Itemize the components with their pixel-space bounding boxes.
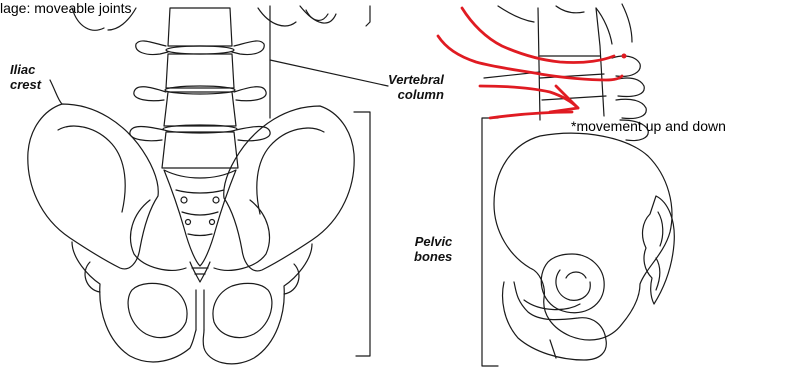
acetabulum bbox=[85, 262, 100, 292]
right-bracket bbox=[482, 118, 498, 366]
iliac-crest-line1: Iliac bbox=[10, 62, 41, 77]
pelvic-brim bbox=[131, 200, 186, 270]
sacrum-line bbox=[176, 190, 224, 193]
moveable-joints-text: lage: moveable joints bbox=[0, 0, 132, 16]
iliac-crest-label: Iliac crest bbox=[10, 62, 41, 92]
iliac-inner-line bbox=[257, 128, 324, 214]
pubic-symphysis bbox=[196, 290, 204, 330]
vertebral-leader bbox=[270, 60, 388, 86]
vertebral-column-label: Vertebral column bbox=[388, 72, 444, 102]
vertebral-column-line1: Vertebral bbox=[388, 72, 444, 87]
lateral-ischium bbox=[503, 282, 607, 360]
right-obturator bbox=[213, 283, 272, 337]
vertebral-column-line2: column bbox=[388, 87, 444, 102]
left-iliac-wing bbox=[28, 104, 158, 269]
iliac-crest-line2: crest bbox=[10, 77, 41, 92]
sacral-foramen bbox=[213, 197, 219, 203]
sacrum-line bbox=[182, 212, 218, 215]
anterior-view bbox=[28, 6, 370, 364]
spinous-process bbox=[616, 99, 646, 118]
spinous-process bbox=[614, 78, 644, 97]
coccyx bbox=[190, 262, 210, 282]
red-arrow bbox=[480, 86, 578, 108]
sacral-foramen bbox=[186, 220, 191, 225]
spinous-process bbox=[612, 56, 640, 76]
left-bracket bbox=[354, 112, 370, 356]
pelvic-bones-line2: bones bbox=[414, 249, 452, 264]
red-markup bbox=[438, 8, 622, 118]
iliac-leader bbox=[50, 80, 62, 104]
pelvic-brim bbox=[214, 200, 269, 270]
acetabulum bbox=[284, 264, 299, 294]
right-iliac-wing bbox=[224, 106, 354, 271]
rib-fragment bbox=[306, 10, 328, 20]
red-dot bbox=[622, 54, 627, 59]
sacral-foramen bbox=[181, 197, 187, 203]
pelvic-bones-line1: Pelvic bbox=[414, 234, 452, 249]
sacral-foramen bbox=[210, 220, 215, 225]
sacrum-line bbox=[188, 234, 212, 236]
lateral-rib bbox=[556, 6, 584, 13]
red-line-low bbox=[490, 112, 572, 118]
pelvic-bones-label: Pelvic bones bbox=[414, 234, 452, 264]
rib-fragment bbox=[258, 8, 296, 26]
lateral-rib bbox=[622, 4, 632, 42]
moveable-joints-note: lage: moveable joints bbox=[0, 0, 132, 16]
lateral-rib bbox=[498, 6, 534, 22]
movement-note: *movement up and down bbox=[571, 118, 726, 134]
left-obturator bbox=[128, 283, 187, 337]
lateral-acetabulum bbox=[541, 254, 604, 313]
lateral-view bbox=[494, 4, 674, 360]
rib-cage-edge bbox=[366, 6, 370, 26]
movement-note-text: *movement up and down bbox=[571, 118, 726, 134]
lateral-ilium bbox=[494, 133, 672, 340]
left-ischium bbox=[72, 242, 196, 362]
iliac-inner-line bbox=[58, 126, 125, 212]
red-curve-mid bbox=[438, 36, 622, 80]
lumbar-vertebrae-anterior bbox=[130, 8, 270, 168]
